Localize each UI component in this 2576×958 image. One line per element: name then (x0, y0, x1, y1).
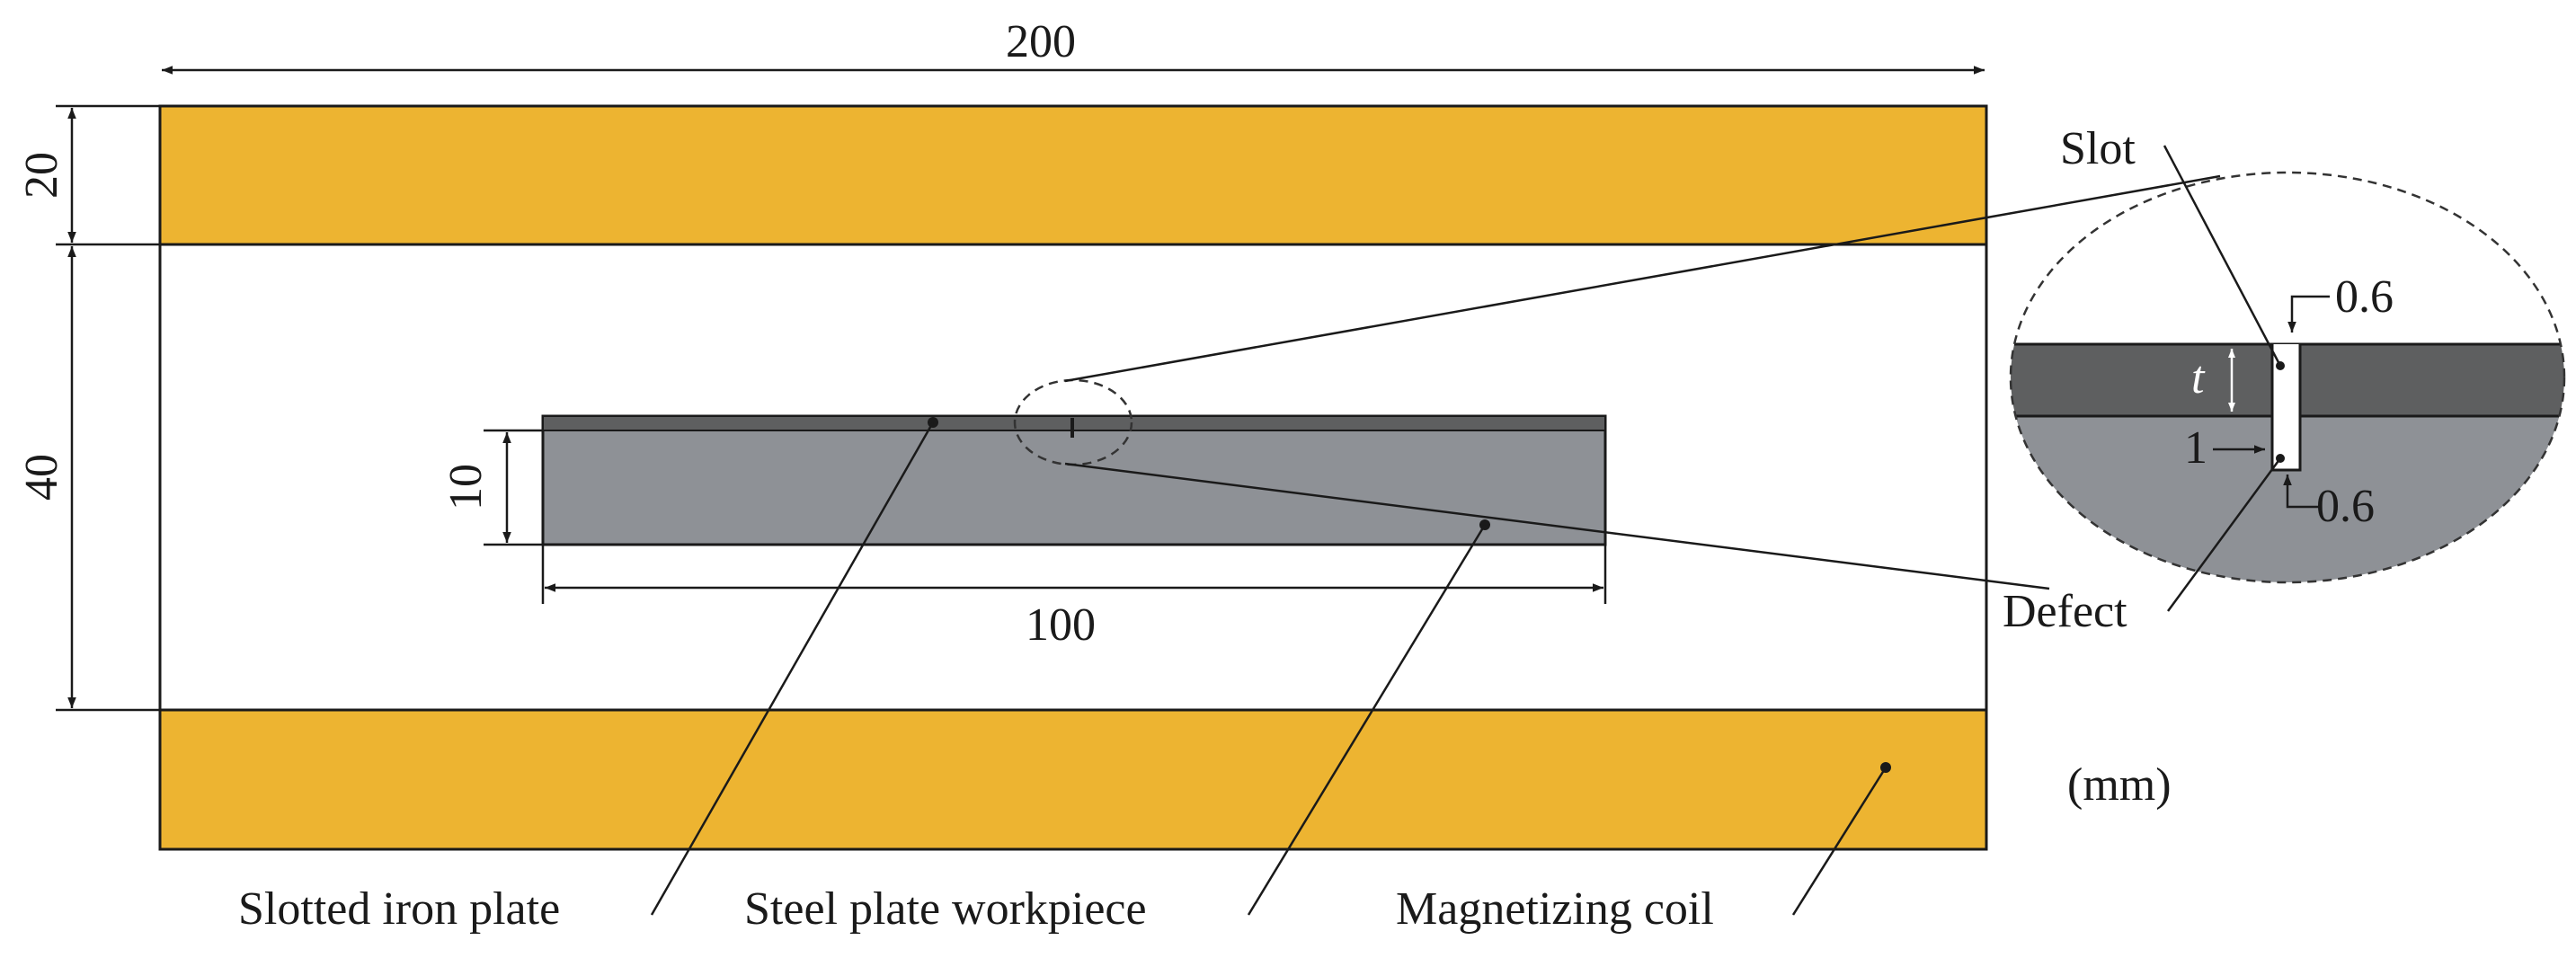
slot-defect-outline (2270, 344, 2302, 472)
slot-leader (2163, 145, 2282, 367)
steel-plate-leader (1247, 524, 1487, 916)
defect-width-label: 0.6 (2316, 481, 2375, 532)
defect-depth-label: 1 (2184, 422, 2207, 474)
defect-opening (2272, 414, 2300, 470)
dim-40-label: 40 (16, 454, 67, 501)
slot-opening (2272, 344, 2300, 416)
slot-width-pointer (2287, 295, 2330, 333)
defect-leader (2166, 457, 2282, 612)
zoom-ellipse (2009, 171, 2566, 584)
dim-200-label: 200 (1006, 16, 1076, 67)
defect-width-pointer (2283, 475, 2319, 509)
steel-plate-workpiece-label: Steel plate workpiece (744, 883, 1147, 935)
zoom-leader-bottom (1064, 462, 2050, 590)
slot-width-label: 0.6 (2335, 271, 2394, 323)
slot-dot (2276, 361, 2285, 370)
zoom-leader-top (1064, 174, 2221, 383)
defect-label: Defect (2003, 586, 2127, 637)
iron-plate-leader (650, 421, 935, 916)
defect-dot (2276, 454, 2285, 463)
dim-20-label: 20 (16, 152, 67, 199)
magnetizing-coil-label: Magnetizing coil (1396, 883, 1714, 935)
top-magnetizing-coil (158, 104, 1988, 246)
dim-100-label: 100 (1026, 599, 1096, 651)
dim-10-label: 10 (440, 464, 492, 510)
coil-leader (1791, 767, 1888, 916)
units-label: (mm) (2067, 759, 2172, 811)
thickness-label: t (2191, 352, 2206, 404)
bottom-magnetizing-coil (158, 708, 1988, 851)
slotted-iron-plate-label: Slotted iron plate (238, 883, 560, 935)
slot-label: Slot (2060, 123, 2136, 174)
